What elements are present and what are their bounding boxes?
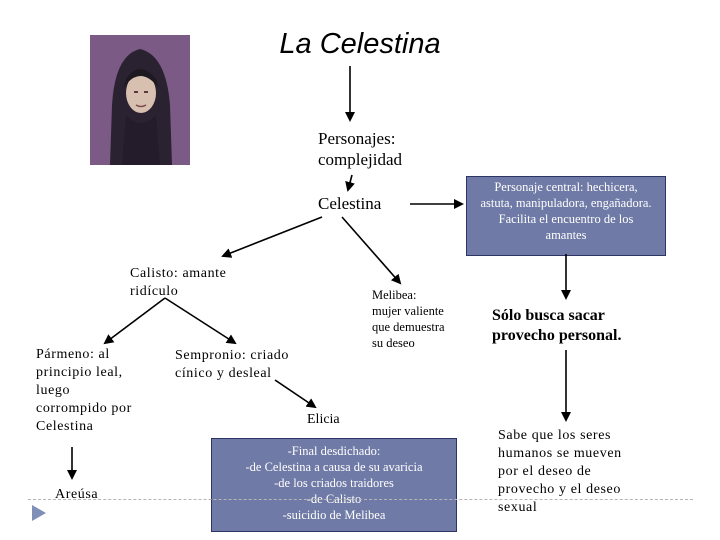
arrow-calisto-to-parmeno: [103, 297, 166, 345]
page-title: La Celestina: [279, 28, 441, 60]
final-outcome-box: -Final desdichado: -de Celestina a causa…: [211, 438, 457, 532]
celestina-node: Celestina: [318, 194, 382, 213]
personajes-node: Personajes: complejidad: [318, 129, 403, 169]
calisto-node: Calisto: amante ridículo: [130, 266, 227, 299]
solo-busca-node: Sólo busca sacar provecho personal.: [492, 307, 622, 344]
arrow-celestina-to-calisto: [221, 216, 323, 258]
areusa-node: Areúsa: [55, 487, 99, 502]
arrow-celestina-to-melibea: [341, 216, 402, 285]
celestina-portrait-image: [90, 35, 190, 165]
elicia-node: Elicia: [307, 412, 340, 427]
arrow-sempronio-to-elicia: [274, 379, 317, 409]
sempronio-node: Sempronio: criado cínico y desleal: [175, 348, 290, 381]
arrow-calisto-to-sempronio: [164, 297, 237, 345]
portrait-illustration: [90, 35, 190, 165]
nav-next-arrow-icon: [32, 505, 46, 521]
parmeno-node: Pármeno: al principio leal, luego corrom…: [36, 347, 132, 434]
melibea-node: Melibea: mujer valiente que demuestra su…: [372, 288, 445, 350]
central-character-box: Personaje central: hechicera, astuta, ma…: [466, 176, 666, 256]
footer-divider: [28, 499, 693, 500]
sabe-que-node: Sabe que los seres humanos se mueven por…: [498, 428, 622, 515]
arrow-personajes-to-celestina: [345, 174, 355, 192]
